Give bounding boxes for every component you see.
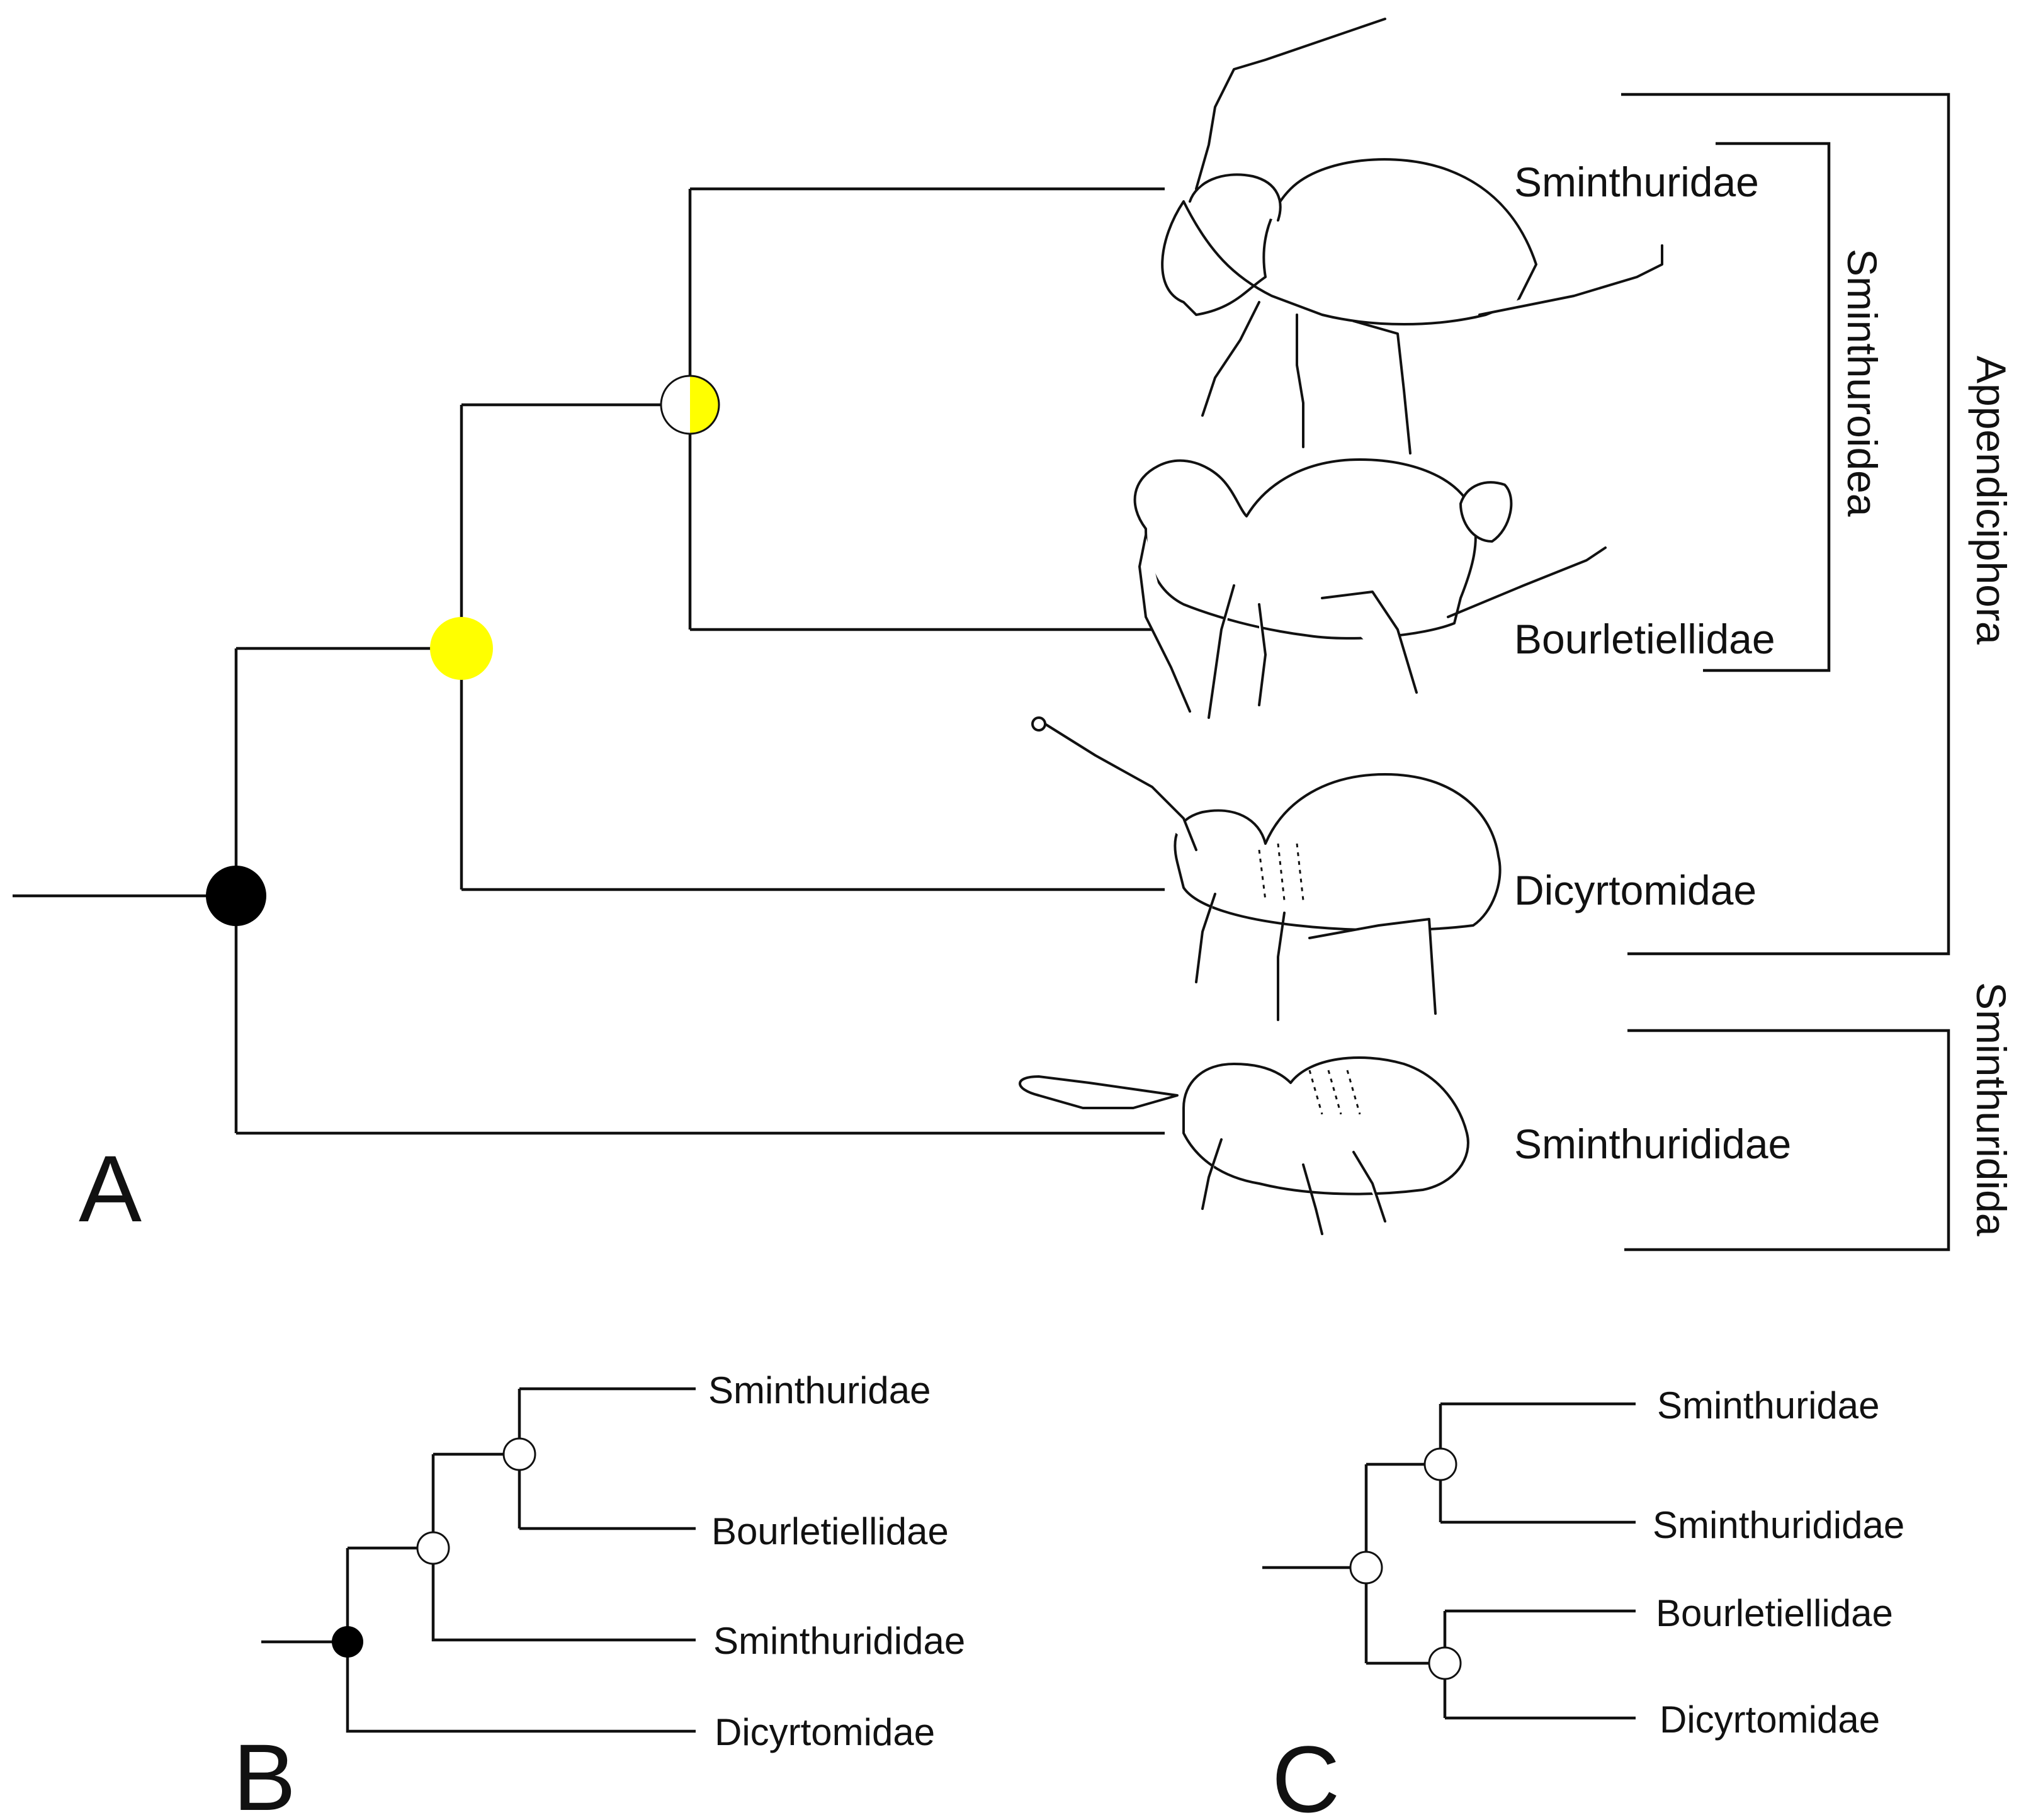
panel-b-taxon-sminthuridae: Sminthuridae — [708, 1369, 931, 1411]
clade-sminthuridida: Sminthuridida — [1968, 982, 2015, 1236]
panel-a-tree — [13, 187, 1165, 1135]
sminthuroidea-node-marker — [660, 375, 720, 435]
panel-b-inner-vertical — [431, 1454, 696, 1642]
panel-a-label: A — [79, 1136, 142, 1241]
sminthuroidea-bracket — [1703, 142, 1831, 672]
taxon-sminthuridae: Sminthuridae — [1514, 159, 1759, 205]
sminthuridida-bracket — [1624, 1029, 1950, 1252]
clade-appendiciphora: Appendiciphora — [1968, 356, 2015, 645]
panel-b-top-node — [502, 1437, 536, 1471]
panel-b-taxon-sminthurididae: Sminthurididae — [713, 1620, 965, 1662]
taxon-dicyrtomidae: Dicyrtomidae — [1514, 867, 1757, 913]
panel-c-label: C — [1272, 1726, 1340, 1820]
panel-b-label: B — [233, 1724, 296, 1820]
panel-c-lower-node — [1428, 1646, 1462, 1680]
panel-a: Sminthuridae Bourletiellidae Dicyrtomida… — [13, 18, 2015, 1252]
panel-c-taxon-dicyrtomidae: Dicyrtomidae — [1660, 1698, 1880, 1741]
appendiciphora-node-marker — [430, 617, 493, 680]
panel-b-taxon-dicyrtomidae: Dicyrtomidae — [715, 1711, 935, 1753]
panel-c-root-node — [1349, 1551, 1383, 1585]
root-node-marker — [206, 866, 266, 926]
panel-b-inner-node — [416, 1531, 450, 1565]
clade-sminthuroidea: Sminthuroidea — [1839, 249, 1886, 517]
sminthuridae-illustration — [1161, 18, 1663, 455]
bourletiellidae-illustration — [1133, 458, 1607, 719]
panel-b: Sminthuridae Bourletiellidae Sminthuridi… — [233, 1369, 965, 1820]
taxon-bourletiellidae: Bourletiellidae — [1514, 616, 1775, 662]
appendiciphora-bracket — [1621, 93, 1950, 956]
panel-c-upper-node — [1423, 1447, 1457, 1481]
panel-c-taxon-bourletiellidae: Bourletiellidae — [1656, 1592, 1893, 1634]
taxon-sminthurididae: Sminthurididae — [1514, 1121, 1791, 1167]
dicyrtomidae-illustration — [1031, 716, 1502, 1021]
panel-c-taxon-sminthuridae: Sminthuridae — [1657, 1384, 1880, 1427]
panel-b-root-node — [332, 1626, 363, 1658]
panel-c: Sminthuridae Sminthurididae Bourletielli… — [1262, 1384, 1904, 1820]
panel-b-taxon-bourletiellidae: Bourletiellidae — [711, 1510, 949, 1552]
sminthurididae-illustration — [1019, 1056, 1469, 1235]
panel-c-taxon-sminthurididae: Sminthurididae — [1653, 1504, 1904, 1546]
panel-b-root-vertical — [346, 1548, 696, 1733]
